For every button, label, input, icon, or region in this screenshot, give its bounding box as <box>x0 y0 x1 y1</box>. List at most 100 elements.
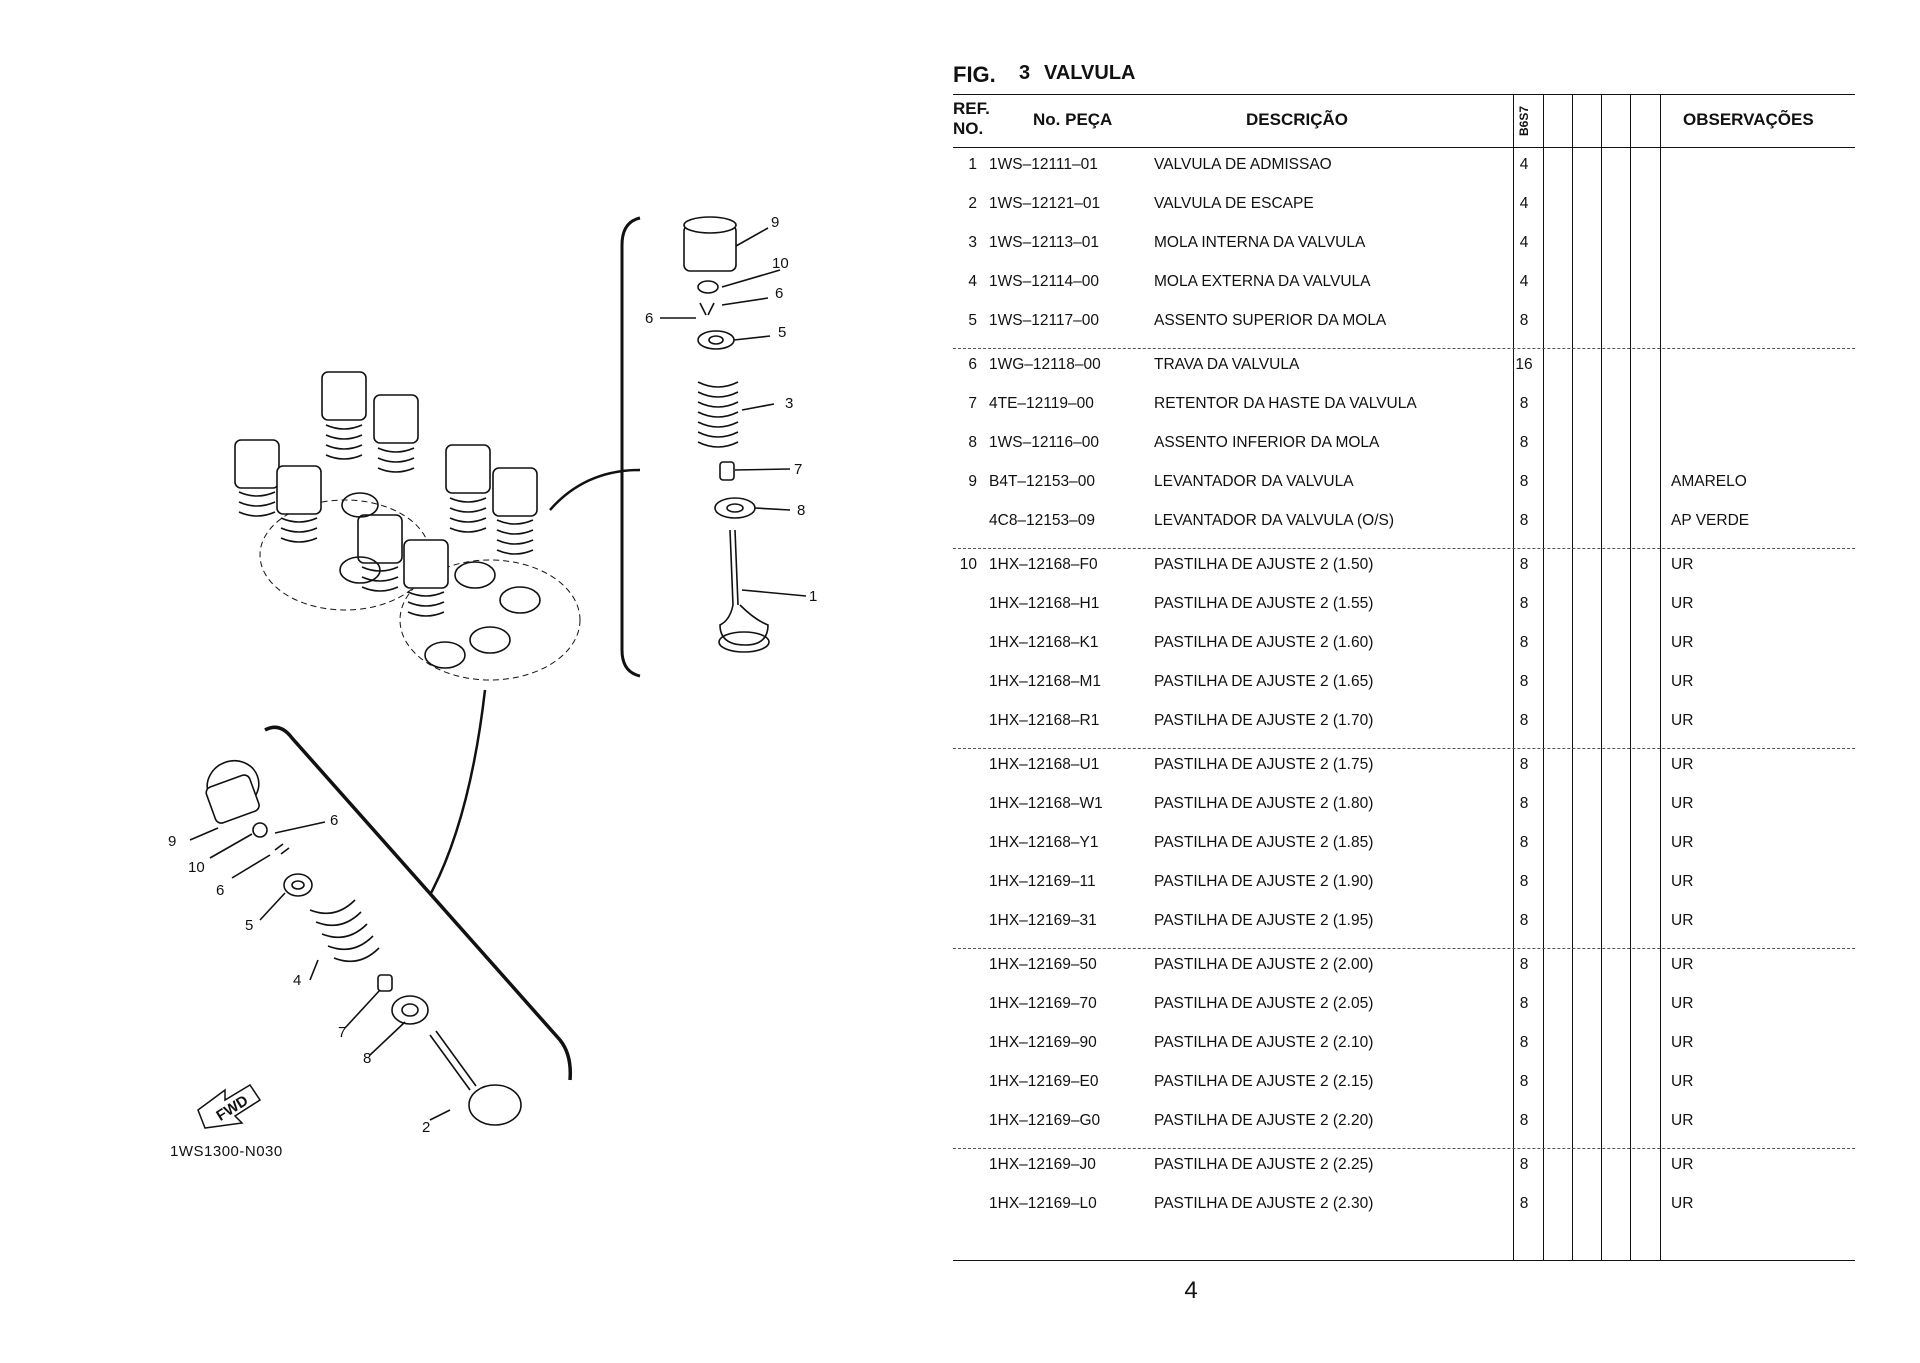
observation-cell: UR <box>1671 1073 1694 1090</box>
callout-label: 10 <box>772 255 789 272</box>
description-cell: PASTILHA DE AJUSTE 2 (2.20) <box>1154 1112 1374 1129</box>
part-number-cell: 1HX–12169–G0 <box>989 1112 1101 1129</box>
callout-label: 7 <box>338 1024 346 1041</box>
callout-label: 4 <box>293 972 301 989</box>
fig-label: FIG. <box>953 62 996 87</box>
quantity-cell: 4 <box>1519 195 1529 212</box>
callout-label: 8 <box>797 502 805 519</box>
fig-number: 3 <box>1019 62 1031 84</box>
observation-cell: UR <box>1671 912 1694 929</box>
quantity-cell: 8 <box>1519 1073 1529 1090</box>
description-cell: PASTILHA DE AJUSTE 2 (1.50) <box>1154 556 1374 573</box>
column-header-ref: REF. NO. <box>953 99 990 138</box>
group-divider <box>953 748 1855 749</box>
observation-cell: UR <box>1671 634 1694 651</box>
description-cell: PASTILHA DE AJUSTE 2 (2.10) <box>1154 1034 1374 1051</box>
callout-label: 9 <box>771 214 779 231</box>
description-cell: PASTILHA DE AJUSTE 2 (1.75) <box>1154 756 1374 773</box>
description-cell: PASTILHA DE AJUSTE 2 (1.80) <box>1154 795 1374 812</box>
ref-cell: 7 <box>968 395 977 412</box>
observation-cell: UR <box>1671 1112 1694 1129</box>
quantity-cell: 8 <box>1519 556 1529 573</box>
part-number-cell: 1WS–12116–00 <box>989 434 1100 451</box>
part-number-cell: 1WG–12118–00 <box>989 356 1101 373</box>
quantity-cell: 4 <box>1519 156 1529 173</box>
column-divider <box>1660 94 1661 1261</box>
part-number-cell: 1WS–12113–01 <box>989 234 1100 251</box>
table-header-rule <box>953 147 1855 148</box>
part-number-cell: 1HX–12168–Y1 <box>989 834 1099 851</box>
callout-label: 6 <box>775 285 783 302</box>
quantity-cell: 8 <box>1519 312 1529 329</box>
quantity-cell: 8 <box>1519 395 1529 412</box>
quantity-cell: 8 <box>1519 795 1529 812</box>
part-number-cell: 1HX–12168–M1 <box>989 673 1102 690</box>
ref-cell: 6 <box>968 356 977 373</box>
ref-cell: 1 <box>968 156 977 173</box>
callout-label: 3 <box>785 395 793 412</box>
observation-cell: UR <box>1671 873 1694 890</box>
quantity-cell: 8 <box>1519 1034 1529 1051</box>
callout-label: 6 <box>216 882 224 899</box>
column-divider <box>1601 94 1602 1261</box>
part-number-cell: 4TE–12119–00 <box>989 395 1094 412</box>
part-number-cell: 1WS–12114–00 <box>989 273 1100 290</box>
parts-table: REF. NO. No. PEÇA DESCRIÇÃO B6S7 OBSERVA… <box>953 94 1855 1261</box>
quantity-cell: 8 <box>1519 634 1529 651</box>
description-cell: LEVANTADOR DA VALVULA (O/S) <box>1154 512 1395 529</box>
valve-diagram-drawing: 9 10 6 6 5 3 7 8 1 9 6 10 6 5 4 7 8 2 FW… <box>168 214 817 1160</box>
callout-label: 8 <box>363 1050 371 1067</box>
part-number-cell: 1HX–12168–U1 <box>989 756 1100 773</box>
ref-cell: 9 <box>968 473 977 490</box>
description-cell: PASTILHA DE AJUSTE 2 (2.00) <box>1154 956 1374 973</box>
description-cell: PASTILHA DE AJUSTE 2 (2.05) <box>1154 995 1374 1012</box>
description-cell: PASTILHA DE AJUSTE 2 (1.55) <box>1154 595 1374 612</box>
ref-cell: 8 <box>968 434 977 451</box>
quantity-cell: 8 <box>1519 473 1529 490</box>
part-number-cell: 1HX–12169–70 <box>989 995 1097 1012</box>
quantity-cell: 4 <box>1519 273 1529 290</box>
column-header-part: No. PEÇA <box>1033 110 1113 129</box>
callout-label: 7 <box>794 461 802 478</box>
ref-cell: 4 <box>968 273 977 290</box>
quantity-cell: 16 <box>1515 356 1533 373</box>
description-cell: PASTILHA DE AJUSTE 2 (2.25) <box>1154 1156 1374 1173</box>
ref-cell: 10 <box>959 556 977 573</box>
part-number-cell: 1WS–12111–01 <box>989 156 1098 173</box>
column-divider <box>1513 94 1514 1261</box>
observation-cell: UR <box>1671 834 1694 851</box>
upper-callouts: 9 10 6 6 5 3 7 8 1 <box>645 214 817 605</box>
observation-cell: UR <box>1671 956 1694 973</box>
callout-label: 5 <box>245 917 253 934</box>
ref-cell: 5 <box>968 312 977 329</box>
figure-header: FIG. 3 VALVULA <box>953 60 1853 90</box>
observation-cell: AP VERDE <box>1671 512 1750 529</box>
lower-callouts: 9 6 10 6 5 4 7 8 2 <box>168 812 430 1136</box>
quantity-cell: 8 <box>1519 434 1529 451</box>
group-divider <box>953 548 1855 549</box>
callout-label: 9 <box>168 833 176 850</box>
description-cell: PASTILHA DE AJUSTE 2 (2.30) <box>1154 1195 1374 1212</box>
quantity-cell: 8 <box>1519 673 1529 690</box>
group-divider <box>953 1148 1855 1149</box>
observation-cell: UR <box>1671 795 1694 812</box>
observation-cell: UR <box>1671 1034 1694 1051</box>
